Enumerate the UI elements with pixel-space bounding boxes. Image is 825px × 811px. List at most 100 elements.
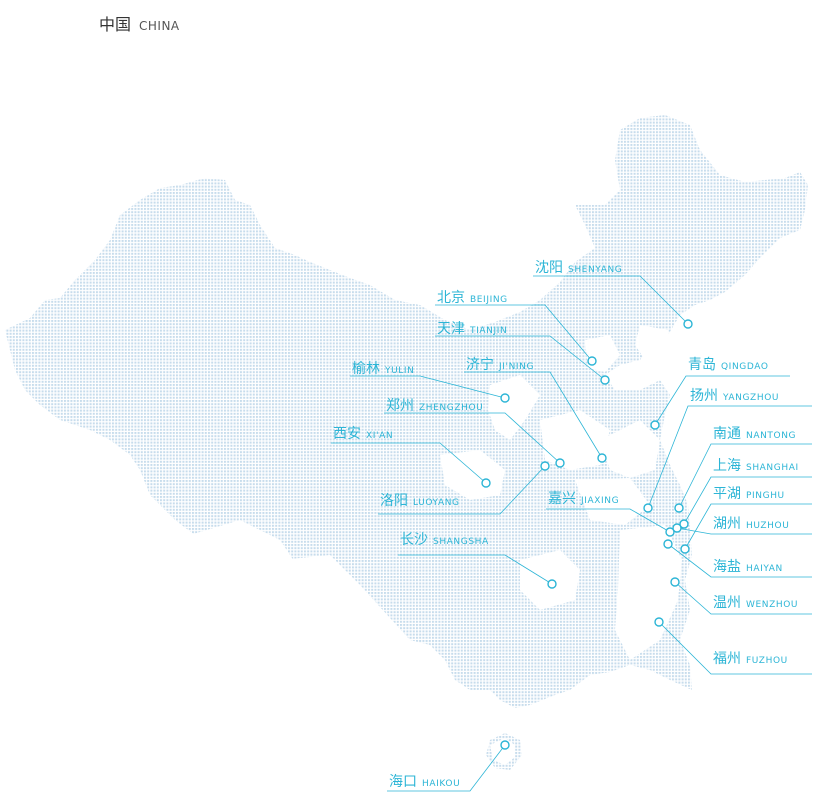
city-name-cn: 榆林	[352, 361, 380, 377]
connector-xian	[331, 442, 487, 484]
city-name-en: FUZHOU	[746, 656, 788, 666]
city-label-changsha[interactable]: 长沙 SHANGSHA	[400, 533, 489, 547]
city-name-en: NANTONG	[746, 431, 797, 441]
city-name-en: PINGHU	[746, 491, 785, 501]
connector-yangzhou	[647, 405, 812, 509]
city-name-cn: 天津	[437, 321, 465, 337]
city-label-fuzhou[interactable]: 福州 FUZHOU	[713, 652, 788, 666]
city-name-en: HAIYAN	[746, 564, 783, 574]
marker-jining[interactable]	[597, 453, 607, 463]
city-label-haiyan[interactable]: 海盐 HAIYAN	[713, 560, 783, 574]
marker-xian[interactable]	[481, 478, 491, 488]
city-name-en: TIANJIN	[470, 326, 508, 336]
marker-changsha[interactable]	[547, 579, 557, 589]
connector-qingdao	[654, 375, 790, 426]
connector-fuzhou	[658, 621, 812, 675]
city-name-en: QINGDAO	[721, 362, 769, 372]
highlight-regions	[190, 325, 682, 765]
marker-nantong[interactable]	[674, 503, 684, 513]
city-label-yangzhou[interactable]: 扬州 YANGZHOU	[690, 389, 779, 403]
connector-pinghu	[684, 503, 812, 550]
marker-huzhou[interactable]	[672, 523, 682, 533]
connector-wenzhou	[674, 581, 812, 615]
city-name-en: SHANGSHA	[433, 537, 489, 547]
city-name-en: BEIJING	[470, 295, 508, 305]
connector-lines	[331, 275, 812, 792]
city-label-yulin[interactable]: 榆林 YULIN	[352, 362, 415, 376]
city-name-cn: 西安	[333, 426, 361, 442]
city-label-tianjin[interactable]: 天津 TIANJIN	[437, 322, 507, 336]
city-label-zhengzhou[interactable]: 郑州 ZHENGZHOU	[386, 399, 483, 413]
city-name-en: SHENYANG	[568, 265, 623, 275]
city-name-en: XI'AN	[366, 431, 394, 441]
connector-zhengzhou	[384, 412, 561, 464]
marker-shenyang[interactable]	[683, 319, 693, 329]
marker-wenzhou[interactable]	[670, 577, 680, 587]
city-name-cn: 温州	[713, 595, 741, 611]
marker-yangzhou[interactable]	[643, 503, 653, 513]
connector-huzhou	[676, 527, 812, 535]
city-name-en: YANGZHOU	[723, 393, 780, 403]
city-name-cn: 平湖	[713, 486, 741, 502]
city-label-xian[interactable]: 西安 XI'AN	[333, 427, 393, 441]
marker-qingdao[interactable]	[650, 420, 660, 430]
marker-pinghu[interactable]	[680, 544, 690, 554]
connector-beijing	[435, 304, 593, 362]
connector-tianjin	[435, 335, 606, 381]
city-name-en: WENZHOU	[746, 600, 799, 610]
city-name-cn: 济宁	[466, 357, 494, 373]
city-name-cn: 长沙	[400, 532, 428, 548]
connector-jining	[464, 371, 603, 459]
city-label-wenzhou[interactable]: 温州 WENZHOU	[713, 596, 798, 610]
city-label-jiaxing[interactable]: 嘉兴 JIAXING	[548, 492, 619, 506]
city-name-cn: 扬州	[690, 388, 718, 404]
city-name-en: SHANGHAI	[746, 463, 799, 473]
marker-fuzhou[interactable]	[654, 617, 664, 627]
city-name-cn: 南通	[713, 426, 741, 442]
city-name-en: JI'NING	[499, 362, 535, 372]
city-name-cn: 海口	[389, 774, 417, 790]
city-name-en: JIAXING	[581, 496, 620, 506]
marker-shanghai[interactable]	[679, 519, 689, 529]
title-en: CHINA	[139, 19, 180, 33]
city-name-en: ZHENGZHOU	[419, 403, 484, 413]
city-label-haikou[interactable]: 海口 HAIKOU	[389, 775, 460, 789]
city-name-cn: 沈阳	[535, 260, 563, 276]
city-name-en: HUZHOU	[746, 521, 790, 531]
city-name-en: HAIKOU	[422, 779, 461, 789]
connector-haikou	[387, 744, 506, 792]
city-markers[interactable]	[481, 319, 693, 750]
city-name-cn: 福州	[713, 651, 741, 667]
city-label-shanghai[interactable]: 上海 SHANGHAI	[713, 459, 799, 473]
connector-jiaxing	[546, 508, 671, 533]
connector-shenyang	[533, 275, 689, 325]
city-label-shenyang[interactable]: 沈阳 SHENYANG	[535, 261, 622, 275]
map-landmass	[5, 115, 808, 770]
connector-shanghai	[683, 476, 812, 525]
city-name-cn: 洛阳	[380, 493, 408, 509]
city-name-cn: 上海	[713, 458, 741, 474]
connector-yulin	[350, 375, 506, 399]
city-name-cn: 海盐	[713, 559, 741, 575]
marker-yulin[interactable]	[500, 393, 510, 403]
title-cn: 中国	[99, 15, 132, 34]
marker-jiaxing[interactable]	[665, 527, 675, 537]
city-name-en: YULIN	[385, 366, 415, 376]
marker-haikou[interactable]	[500, 740, 510, 750]
marker-luoyang[interactable]	[540, 461, 550, 471]
city-label-jining[interactable]: 济宁 JI'NING	[466, 358, 534, 372]
marker-beijing[interactable]	[587, 356, 597, 366]
city-name-cn: 郑州	[386, 398, 414, 414]
city-name-cn: 嘉兴	[548, 491, 576, 507]
marker-tianjin[interactable]	[600, 375, 610, 385]
marker-zhengzhou[interactable]	[555, 458, 565, 468]
city-label-nantong[interactable]: 南通 NANTONG	[713, 427, 796, 441]
city-label-pinghu[interactable]: 平湖 PINGHU	[713, 487, 785, 501]
marker-haiyan[interactable]	[663, 539, 673, 549]
connector-nantong	[678, 443, 812, 509]
